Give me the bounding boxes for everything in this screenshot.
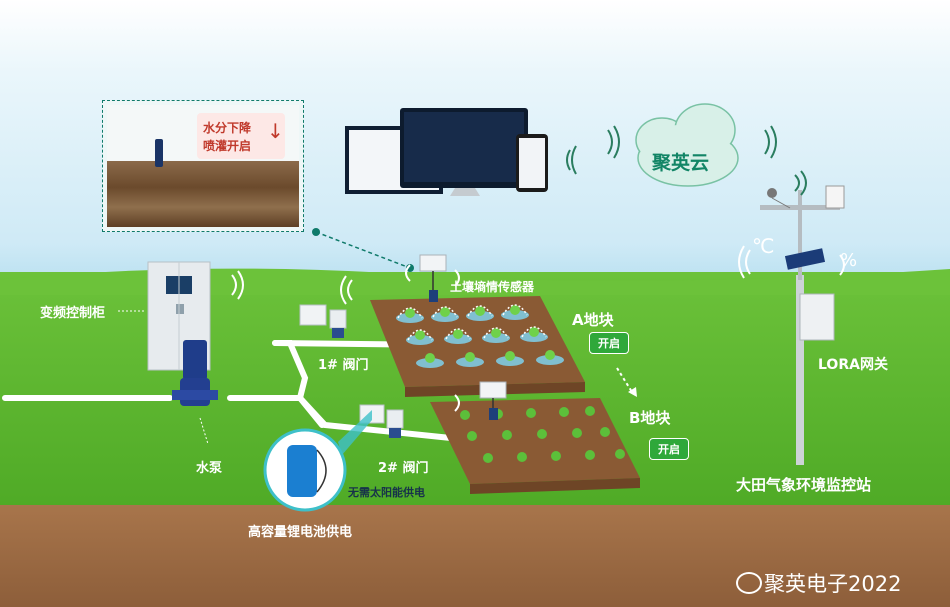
- sensor-label: 土壤墒情传感器: [450, 280, 535, 294]
- valve-1: [299, 304, 347, 338]
- weibo-icon: [736, 572, 762, 594]
- arrow-head-icon: [628, 387, 637, 397]
- weather-station-label: 大田气象环境监控站: [736, 476, 872, 494]
- battery-callout: [263, 410, 372, 512]
- moisture-alert-box: 水分下降 喷灌开启 ↓: [197, 113, 285, 159]
- battery-label: 高容量锂电池供电: [248, 525, 353, 540]
- valve1-label: 1# 阀门: [318, 358, 369, 373]
- cloud-label: 聚英云: [652, 152, 710, 174]
- cloud-icon: [635, 103, 739, 187]
- valve2-label: 2# 阀门: [378, 461, 429, 476]
- watermark-text: 聚英电子2022: [764, 572, 902, 596]
- arrow-a-to-b-icon: [616, 367, 633, 393]
- soil-band: [0, 505, 950, 607]
- pump-label: 水泵: [196, 461, 223, 476]
- soil-probe: [155, 139, 163, 167]
- plot-b-label: B地块: [629, 409, 671, 427]
- water-pump: [172, 340, 218, 406]
- plot-a-crops: [405, 305, 555, 363]
- connector-line: [312, 228, 414, 272]
- pump-leader: [199, 417, 209, 445]
- cabinet-label: 变频控制柜: [40, 306, 106, 321]
- grass-horizon: [0, 268, 950, 295]
- soil-sensor-a: [419, 254, 447, 302]
- wifi-signal-icon: [231, 125, 845, 412]
- solar-free-label: 无需太阳能供电: [348, 486, 425, 499]
- plot-b-crops: [460, 406, 625, 463]
- moisture-alert-line2: 喷灌开启: [203, 139, 252, 153]
- valve-2: [359, 404, 404, 438]
- moisture-alert-line1: 水分下降: [203, 121, 252, 135]
- plot-a-spray-arcs: [397, 304, 547, 341]
- plot-b-field: [430, 398, 640, 494]
- weather-station: [760, 185, 845, 465]
- plot-a-label: A地块: [572, 311, 614, 329]
- plot-b-open-badge: 开启: [649, 438, 689, 460]
- percent-symbol: %: [840, 250, 858, 271]
- lora-label: LORA网关: [818, 357, 888, 373]
- soil-cross-section: [107, 161, 299, 227]
- soil-sensor-b: [479, 381, 507, 420]
- plot-a-open-badge: 开启: [589, 332, 629, 354]
- dashboard-devices: [345, 108, 548, 196]
- arrow-down-icon: ↓: [267, 119, 284, 143]
- celsius-symbol: ℃: [752, 234, 775, 258]
- soil-inset-panel: 水分下降 喷灌开启 ↓: [102, 100, 304, 232]
